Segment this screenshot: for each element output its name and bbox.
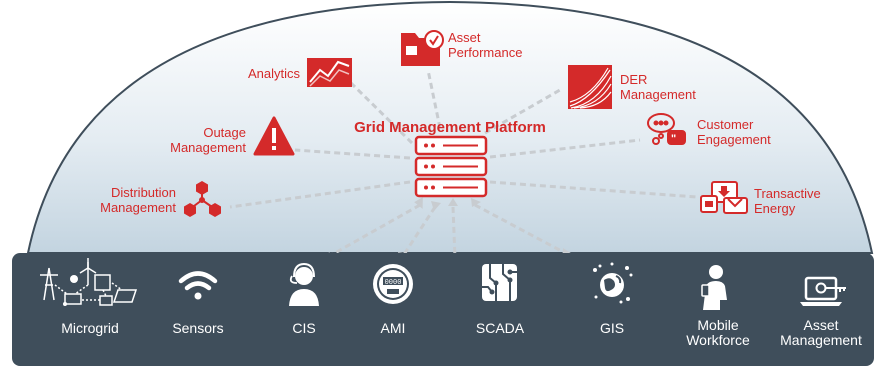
connector-der-management bbox=[484, 88, 561, 135]
system-label-sensors: Sensors bbox=[172, 320, 224, 336]
label-line: Transactive bbox=[754, 186, 821, 201]
system-label-asset-management: Asset Management bbox=[766, 318, 876, 348]
energy-exchange-icon bbox=[700, 181, 748, 214]
meter-icon: 0000 bbox=[373, 264, 413, 304]
label-line: Performance bbox=[448, 45, 523, 60]
svg-text:": " bbox=[671, 133, 676, 145]
label-line: Management bbox=[780, 332, 862, 348]
asset-folder-check-icon bbox=[401, 30, 444, 66]
label-customer-engagement: Customer Engagement bbox=[697, 117, 807, 147]
connector-cis bbox=[325, 203, 421, 260]
label-line: Mobile bbox=[697, 317, 739, 333]
connector-scada bbox=[451, 206, 457, 259]
label-asset-performance: Asset Performance bbox=[448, 30, 538, 60]
label-line: Outage bbox=[203, 125, 246, 140]
laptop-key-icon bbox=[800, 276, 846, 306]
application-connectors bbox=[229, 69, 698, 209]
arrowhead bbox=[431, 201, 441, 211]
platform-title: Grid Management Platform bbox=[354, 119, 546, 136]
label-line: Management bbox=[620, 87, 696, 102]
arrowhead bbox=[448, 198, 458, 206]
network-nodes-icon bbox=[184, 181, 221, 217]
system-label-microgrid: Microgrid bbox=[61, 320, 119, 336]
label-line: Workforce bbox=[686, 332, 750, 348]
svg-text:0000: 0000 bbox=[385, 279, 402, 287]
der-curves-icon bbox=[568, 65, 612, 109]
label-line: Engagement bbox=[697, 132, 771, 147]
label-line: Management bbox=[170, 140, 246, 155]
label-line: DER bbox=[620, 72, 648, 87]
label-outage-management: Outage Management bbox=[150, 125, 246, 155]
label-line: Customer bbox=[697, 117, 754, 132]
label-line: Energy bbox=[754, 201, 796, 216]
wifi-icon bbox=[178, 271, 218, 291]
label-analytics: Analytics bbox=[247, 66, 300, 81]
arrowhead bbox=[471, 198, 481, 207]
microgrid-icon bbox=[40, 258, 138, 306]
connector-customer-engagement bbox=[489, 138, 641, 159]
system-label-cis: CIS bbox=[292, 320, 316, 336]
line-chart-icon bbox=[307, 58, 352, 87]
label-line: Asset bbox=[448, 30, 481, 45]
headset-agent-icon bbox=[289, 262, 319, 306]
label-line: Management bbox=[100, 200, 176, 215]
arrowhead bbox=[414, 197, 423, 209]
dome bbox=[26, 0, 874, 254]
system-label-gis: GIS bbox=[599, 320, 625, 336]
system-connectors bbox=[325, 203, 568, 260]
label-distribution-management: Distribution Management bbox=[70, 185, 176, 215]
label-line: Distribution bbox=[110, 185, 176, 200]
label-der-management: DER Management bbox=[620, 72, 730, 102]
circuit-board-icon bbox=[482, 264, 517, 301]
label-transactive-energy: Transactive Energy bbox=[754, 186, 854, 216]
system-label-scada: SCADA bbox=[475, 320, 525, 336]
connector-transactive-energy bbox=[489, 180, 698, 199]
warning-triangle-icon bbox=[253, 116, 295, 156]
systems-bar bbox=[12, 253, 874, 366]
connector-analytics bbox=[348, 80, 414, 145]
connector-gis bbox=[474, 203, 568, 256]
system-label-mobile-workforce: Mobile Workforce bbox=[663, 318, 773, 348]
globe-icon bbox=[593, 262, 633, 304]
connector-distribution-management bbox=[229, 180, 411, 209]
chat-bubbles-icon: " bbox=[647, 113, 686, 145]
label-line: Asset bbox=[803, 317, 839, 333]
system-label-ami: AMI bbox=[380, 320, 406, 336]
worker-phone-icon bbox=[701, 265, 727, 310]
